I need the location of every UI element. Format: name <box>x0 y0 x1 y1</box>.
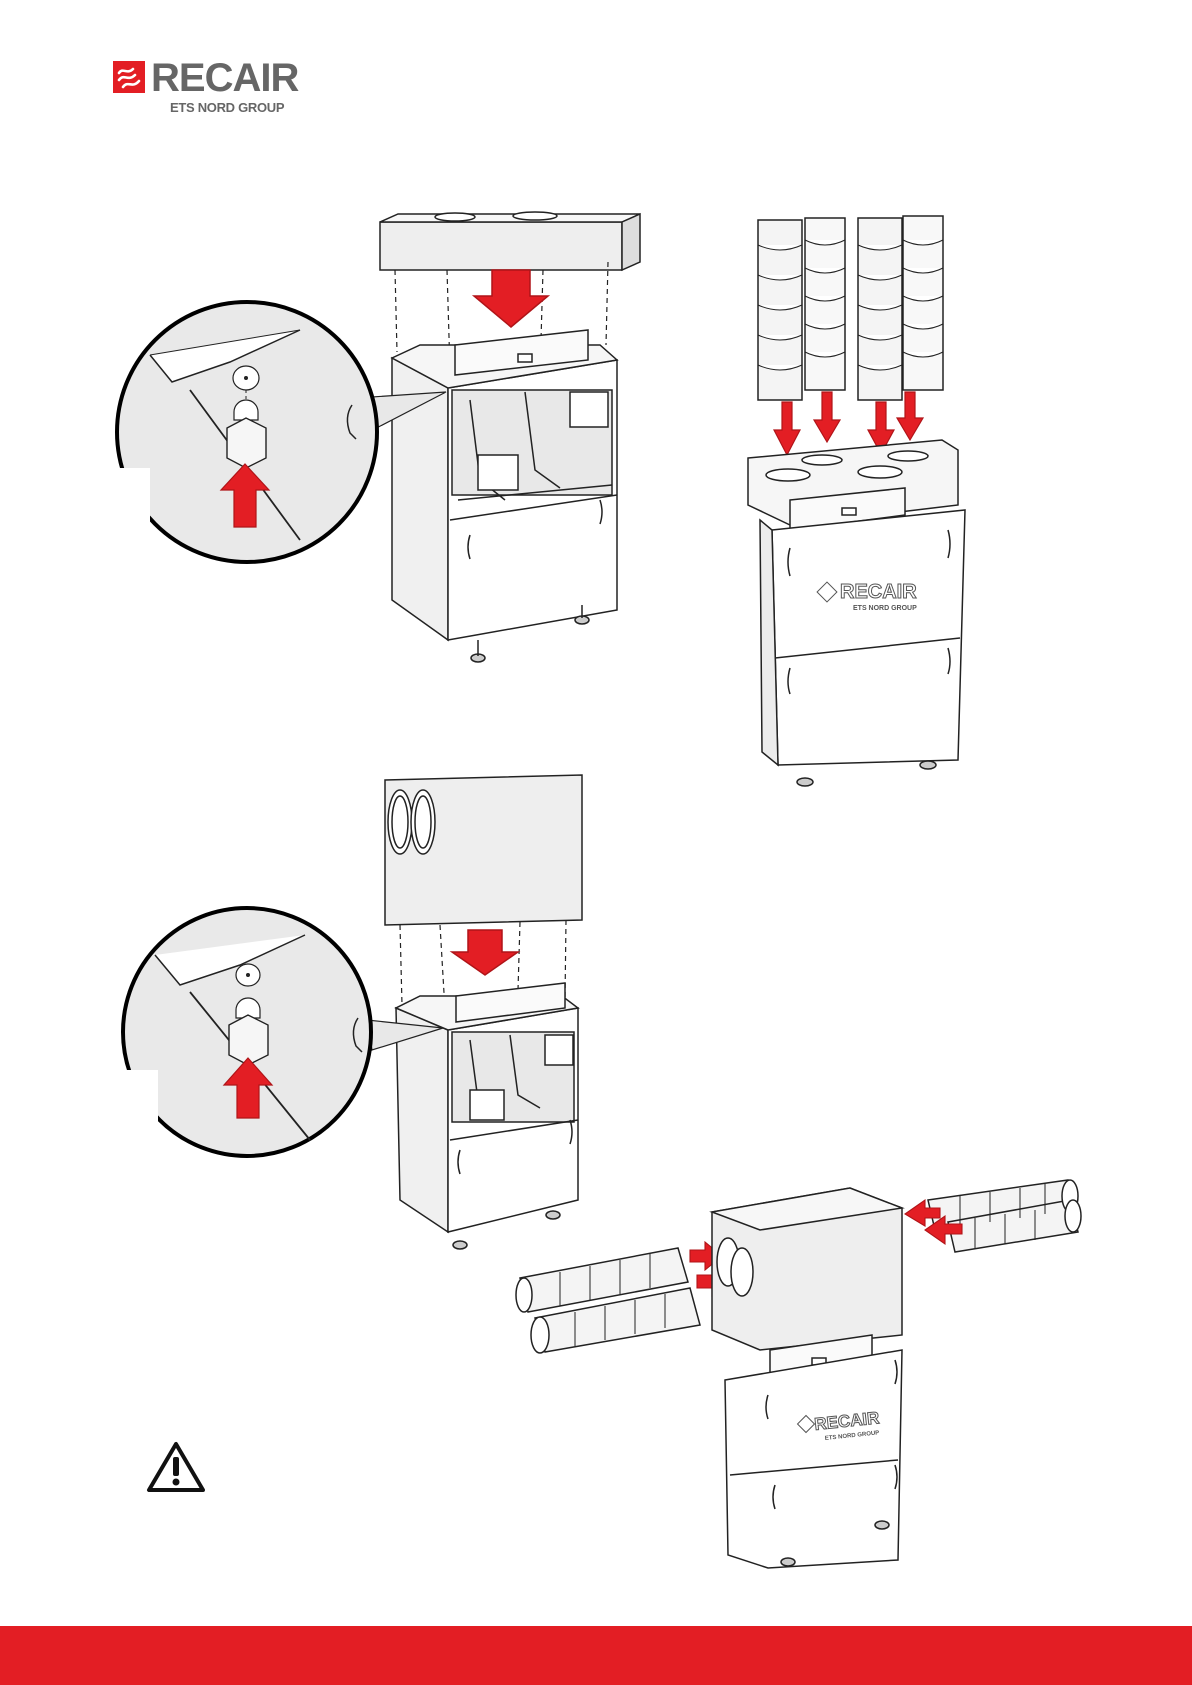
footer-bar <box>0 1626 1192 1685</box>
zoom-detail-2 <box>123 908 443 1156</box>
svg-text:RECAIR: RECAIR <box>840 581 917 603</box>
unit-side-lowering-diagram <box>385 775 582 1249</box>
duct-connection-side-diagram: RECAIR ETS NORD GROUP <box>516 1180 1081 1568</box>
svg-text:ETS NORD GROUP: ETS NORD GROUP <box>853 605 917 612</box>
unit-top-lowering-diagram <box>380 212 640 662</box>
duct-connection-top-diagram: RECAIR ETS NORD GROUP <box>748 216 965 786</box>
warning-triangle-icon <box>149 1444 203 1490</box>
